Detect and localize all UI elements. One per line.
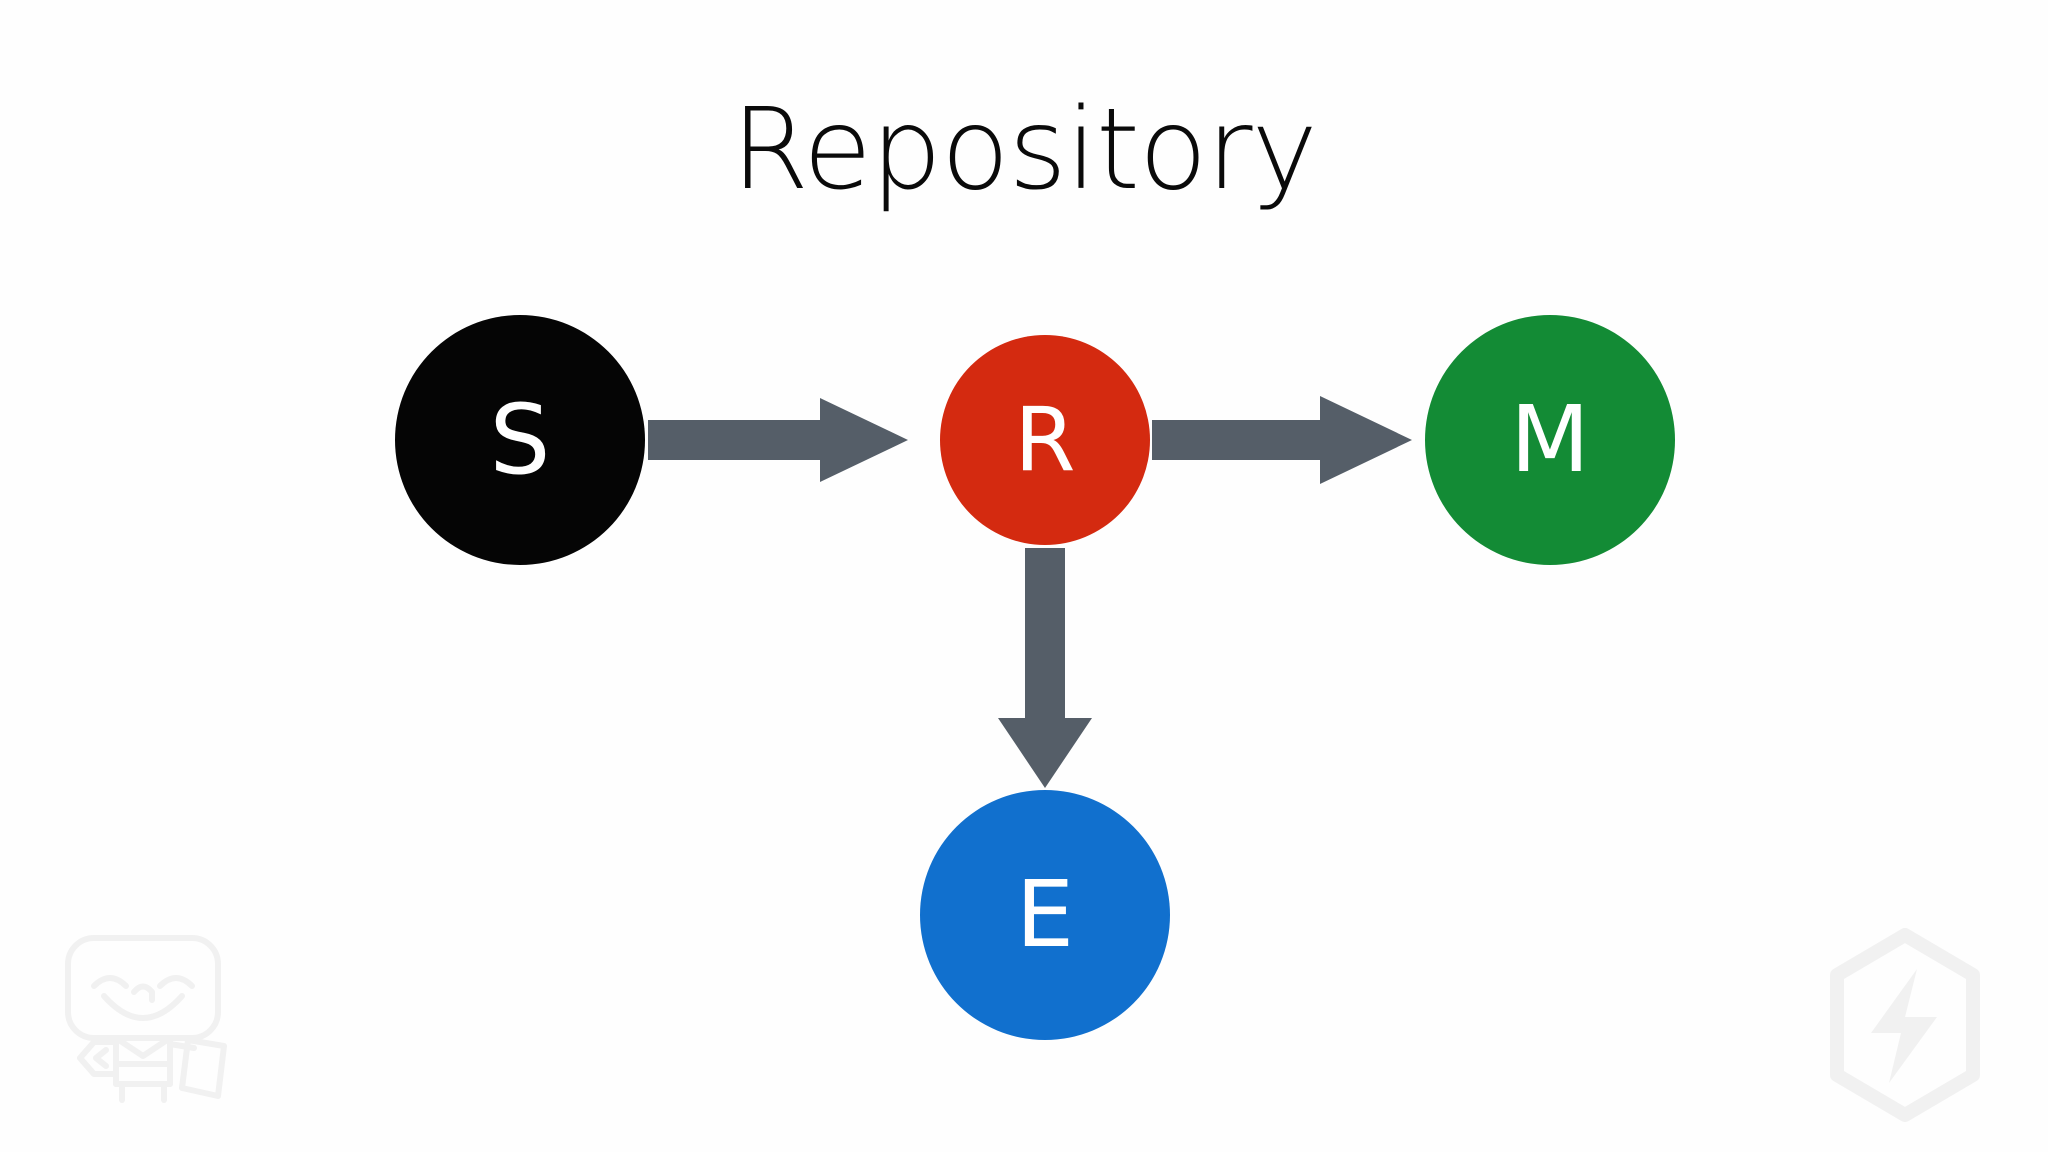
- node-r[interactable]: R: [940, 335, 1150, 545]
- node-r-label: R: [1014, 388, 1076, 491]
- robot-mascot-icon: [48, 930, 238, 1115]
- node-m[interactable]: M: [1425, 315, 1675, 565]
- page-title: Repository: [731, 85, 1318, 215]
- node-s-label: S: [489, 384, 551, 496]
- edge-r-to-e: [998, 548, 1092, 788]
- hexagon-bolt-icon: [1805, 925, 2005, 1130]
- node-e-label: E: [1015, 861, 1075, 968]
- node-m-label: M: [1510, 386, 1590, 493]
- node-e[interactable]: E: [920, 790, 1170, 1040]
- edge-r-to-m: [1152, 396, 1412, 484]
- edge-s-to-r: [648, 398, 908, 482]
- node-s[interactable]: S: [395, 315, 645, 565]
